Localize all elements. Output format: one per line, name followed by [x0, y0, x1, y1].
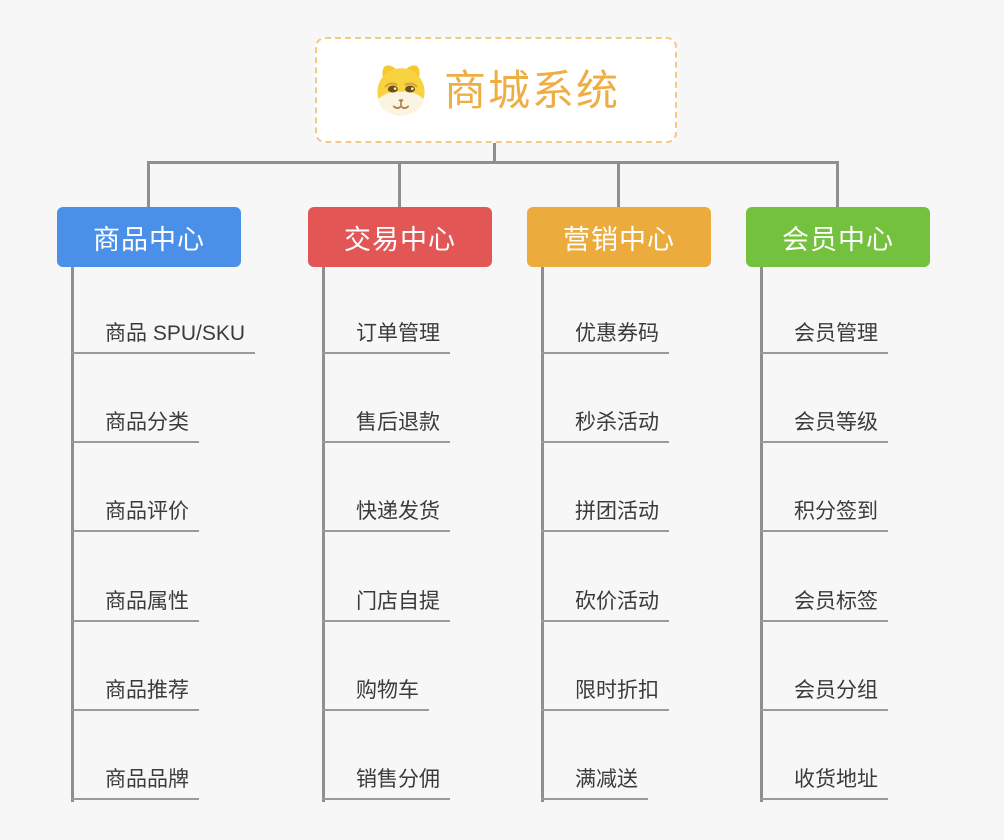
leaf-node[interactable]: 满减送: [541, 765, 648, 800]
trunk-line: [760, 267, 763, 802]
leaf-node[interactable]: 销售分佣: [322, 765, 450, 800]
leaf-node[interactable]: 积分签到: [760, 497, 888, 532]
leaf-node[interactable]: 商品评价: [71, 497, 199, 532]
connector-drop-2: [398, 162, 401, 207]
trunk-line: [541, 267, 544, 802]
root-title: 商城系统: [443, 67, 620, 114]
leaf-node[interactable]: 拼团活动: [541, 497, 669, 532]
leaf-node[interactable]: 秒杀活动: [541, 408, 669, 443]
branch-column-marketing: 优惠券码 秒杀活动 拼团活动 砍价活动 限时折扣 满减送: [541, 267, 741, 812]
leaf-node[interactable]: 商品品牌: [71, 765, 199, 800]
leaf-node[interactable]: 砍价活动: [541, 587, 669, 622]
leaf-node[interactable]: 商品属性: [71, 587, 199, 622]
connector-drop-1: [147, 162, 150, 207]
connector-drop-3: [617, 162, 620, 207]
leaf-node[interactable]: 会员等级: [760, 408, 888, 443]
leaf-node[interactable]: 商品推荐: [71, 676, 199, 711]
leaf-node[interactable]: 商品 SPU/SKU: [71, 319, 256, 354]
leaf-node[interactable]: 优惠券码: [541, 319, 669, 354]
branch-node-marketing-center[interactable]: 营销中心: [527, 207, 711, 267]
branch-column-product: 商品 SPU/SKU 商品分类 商品评价 商品属性 商品推荐 商品品牌: [71, 267, 271, 812]
branch-node-trade-center[interactable]: 交易中心: [308, 207, 492, 267]
leaf-node[interactable]: 订单管理: [322, 319, 450, 354]
connector-drop-4: [836, 162, 839, 207]
connector-root-stem: [493, 143, 496, 163]
leaf-node[interactable]: 收货地址: [760, 765, 888, 800]
leaf-node[interactable]: 售后退款: [322, 408, 450, 443]
leaf-node[interactable]: 会员标签: [760, 587, 888, 622]
leaf-node[interactable]: 购物车: [322, 676, 429, 711]
leaf-node[interactable]: 会员分组: [760, 676, 888, 711]
leaf-node[interactable]: 门店自提: [322, 587, 450, 622]
branch-node-member-center[interactable]: 会员中心: [746, 207, 930, 267]
leaf-node[interactable]: 会员管理: [760, 319, 888, 354]
leaf-node[interactable]: 限时折扣: [541, 676, 669, 711]
branch-column-trade: 订单管理 售后退款 快递发货 门店自提 购物车 销售分佣: [322, 267, 522, 812]
leaf-node[interactable]: 快递发货: [322, 497, 450, 532]
trunk-line: [71, 267, 74, 802]
connector-horizontal-bar: [147, 161, 839, 164]
trunk-line: [322, 267, 325, 802]
doge-icon: [377, 65, 425, 116]
branch-column-member: 会员管理 会员等级 积分签到 会员标签 会员分组 收货地址: [760, 267, 960, 812]
branch-node-product-center[interactable]: 商品中心: [57, 207, 241, 267]
leaf-node[interactable]: 商品分类: [71, 408, 199, 443]
root-node[interactable]: 商城系统: [315, 37, 677, 143]
